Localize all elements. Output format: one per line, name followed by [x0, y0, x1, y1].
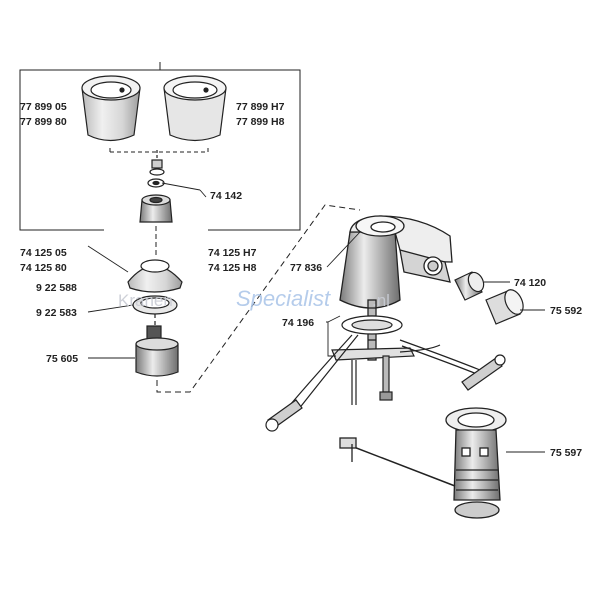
label-cap-white-b: 77 899 H8 — [236, 116, 285, 128]
label-set-right-a: 74 125 H7 — [208, 247, 257, 259]
label-waste: 75 597 — [550, 447, 582, 459]
spindle-cartridge — [139, 194, 173, 256]
label-rosette: 9 22 588 — [36, 282, 77, 294]
mounting-plate — [331, 315, 415, 401]
label-mount-set: 74 196 — [282, 317, 314, 329]
watermark-part1: Kranen — [118, 291, 173, 310]
label-cartridge: 75 605 — [46, 353, 78, 365]
watermark-part3: .nl — [372, 291, 390, 310]
rosette — [127, 259, 183, 293]
watermark: Kranen Specialist .nl — [118, 286, 390, 311]
spout-adapter — [454, 271, 485, 301]
leader-lines — [87, 189, 545, 453]
hose-end-left — [265, 399, 303, 432]
pop-up-waste — [339, 407, 507, 519]
aerator — [485, 289, 524, 325]
label-aerator: 75 592 — [550, 305, 582, 317]
label-set-left-b: 74 125 80 — [20, 262, 67, 274]
label-cap-white-a: 77 899 H7 — [236, 101, 285, 113]
ring — [132, 295, 178, 326]
part-labels: 77 899 05 77 899 80 77 899 H7 77 899 H8 … — [20, 101, 582, 459]
mixer-body — [339, 215, 453, 361]
label-cap-chrome-b: 77 899 80 — [20, 116, 67, 128]
label-set-left-a: 74 125 05 — [20, 247, 67, 259]
label-screw: 74 142 — [210, 190, 242, 202]
flex-hoses — [289, 334, 483, 411]
cartridge — [135, 325, 179, 377]
label-cap-chrome-a: 77 899 05 — [20, 101, 67, 113]
cap-chrome — [81, 75, 141, 142]
dashed-connector — [156, 204, 361, 393]
group-bracket-frame — [19, 62, 301, 231]
label-set-right-b: 74 125 H8 — [208, 262, 257, 274]
label-spout-adapter: 74 120 — [514, 277, 546, 289]
label-ring: 9 22 583 — [36, 307, 77, 319]
screw — [147, 150, 201, 191]
hose-end-right — [461, 354, 506, 391]
label-body: 77 836 — [290, 262, 322, 274]
cap-white — [163, 75, 227, 142]
watermark-part2: Specialist — [236, 286, 331, 311]
